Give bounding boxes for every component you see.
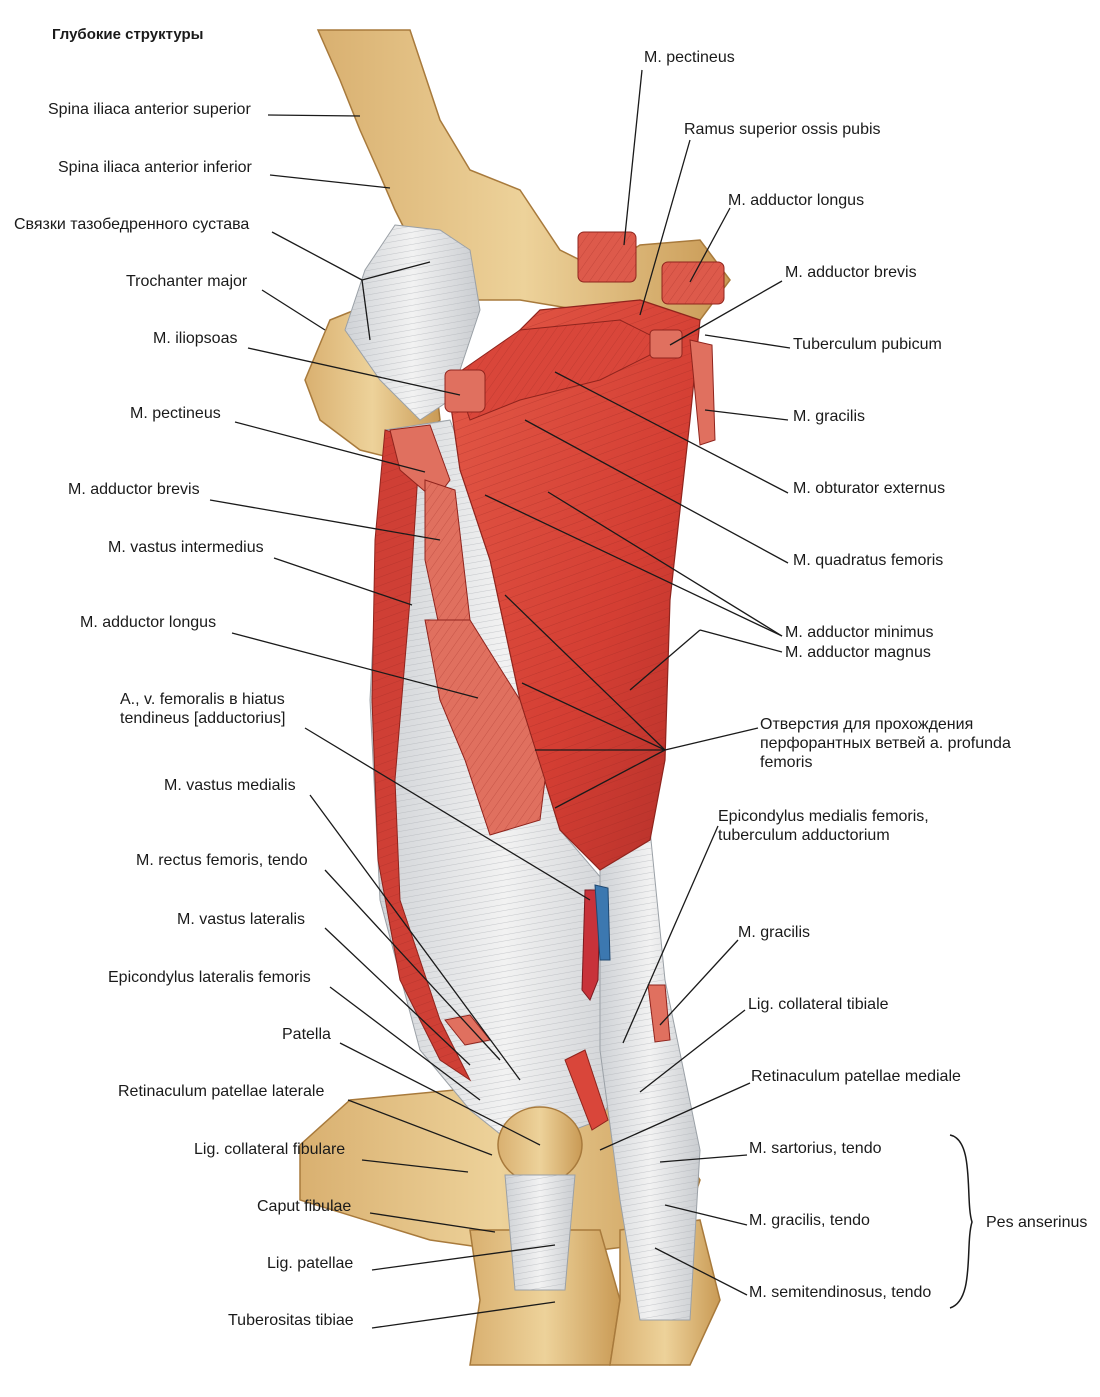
label-gracilis-upper: M. gracilis [793,408,866,425]
label-sartorius-tendo: M. sartorius, tendo [749,1140,882,1157]
right-leader-lines [484,69,973,1309]
label-vastus-intermedius: M. vastus intermedius [108,539,264,556]
patellar-ligament [504,1174,576,1291]
label-ramus-superior-ossis-pubis: Ramus superior ossis pubis [684,121,881,138]
label-adductor-brevis-left: M. adductor brevis [68,481,200,498]
label-vastus-medialis: M. vastus medialis [164,777,296,794]
label-gracilis-tendo: M. gracilis, tendo [749,1212,870,1229]
obturator-externus-muscle [454,319,672,421]
adductor-magnus-muscle [449,299,701,871]
label-epicondylus-medialis: Epicondylus medialis femoris, tuberculum… [718,808,929,844]
label-spina-iliaca-anterior-inferior: Spina iliaca anterior inferior [58,159,252,176]
label-lig-patellae: Lig. patellae [267,1255,354,1272]
label-perforating-openings: Отверстия для прохождения перфорантных в… [760,716,1011,771]
label-semitendinosus-tendo: M. semitendinosus, tendo [749,1284,932,1301]
label-femoral-vessels: A., v. femoralis в hiatus tendineus [add… [120,691,286,727]
label-caput-fibulae: Caput fibulae [257,1198,352,1215]
label-hip-ligaments: Связки тазобедренного сустава [14,216,250,233]
label-pectineus-right: M. pectineus [644,49,735,66]
label-adductor-longus-right: M. adductor longus [728,192,865,209]
label-tuberositas-tibiae: Tuberositas tibiae [228,1312,354,1329]
label-quadratus-femoris: M. quadratus femoris [793,552,944,569]
label-retinaculum-patellae-mediale: Retinaculum patellae mediale [751,1068,961,1085]
label-tuberculum-pubicum: Tuberculum pubicum [793,336,942,353]
label-gracilis-knee: M. gracilis [738,924,811,941]
label-adductor-magnus: M. adductor magnus [785,644,931,661]
gracilis-cut-knee [647,984,671,1043]
label-spina-iliaca-anterior-superior: Spina iliaca anterior superior [48,101,251,118]
vastus-lateralis-muscle [371,429,472,1082]
label-iliopsoas: M. iliopsoas [153,330,238,347]
figure-title: Глубокие структуры [52,26,204,43]
label-adductor-longus-left: M. adductor longus [80,614,217,631]
pubic-muscle-cuts [444,231,725,446]
adductor-brevis-muscle-cut [424,479,471,651]
femoral-vessels [581,884,611,1001]
label-adductor-brevis-right: M. adductor brevis [785,264,917,281]
hip-ligaments [344,224,481,421]
label-epicondylus-lateralis: Epicondylus lateralis femoris [108,969,311,986]
label-pectineus-left: M. pectineus [130,405,221,422]
label-trochanter-major: Trochanter major [126,273,248,290]
label-patella: Patella [282,1026,331,1043]
label-obturator-externus: M. obturator externus [793,480,946,497]
label-adductor-minimus: M. adductor minimus [785,624,934,641]
label-rectus-femoris-tendo: M. rectus femoris, tendo [136,852,308,869]
adductor-longus-muscle-cut [424,619,546,836]
left-leader-lines [209,114,591,1329]
label-pes-anserinus: Pes anserinus [986,1214,1088,1231]
label-lig-collateral-tibiale: Lig. collateral tibiale [748,996,889,1013]
label-lig-collateral-fibulare: Lig. collateral fibulare [194,1141,346,1158]
label-retinaculum-patellae-laterale: Retinaculum patellae laterale [118,1083,325,1100]
label-vastus-lateralis: M. vastus lateralis [177,911,306,928]
